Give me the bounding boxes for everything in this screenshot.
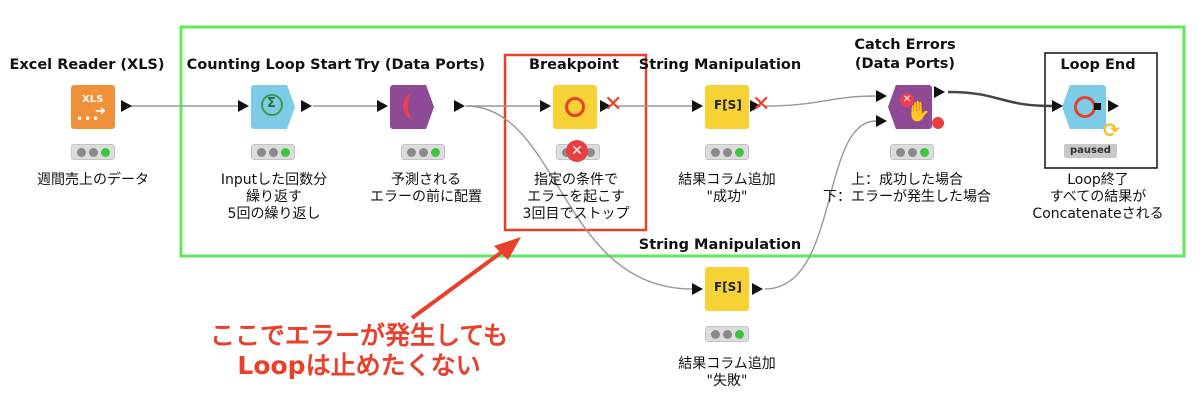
breakpoint-desc: 指定の条件で エラーを起こす 3回目でストップ <box>522 172 630 222</box>
string-manip-bottom-title: String Manipulation <box>638 237 802 253</box>
arrow-right-icon: ➜ <box>95 104 106 119</box>
string-manip-bottom-desc: 結果コラム追加 "失敗" <box>678 356 776 389</box>
dots-icon: ••• <box>76 112 101 126</box>
string-manip-top-node[interactable]: F[S] <box>705 85 749 129</box>
loop-end-box <box>1044 52 1158 169</box>
string-manip-bottom-status <box>705 326 749 342</box>
try-status <box>401 144 445 160</box>
catch-errors-title: Catch Errors (Data Ports) <box>854 37 956 72</box>
breakpoint-inport[interactable] <box>540 100 551 112</box>
stop-square-icon <box>1094 103 1101 110</box>
wire-manip-catch <box>764 95 877 107</box>
annotation-line-2: Loopは止めたくない <box>237 351 481 380</box>
loop-end-outport[interactable] <box>1108 100 1119 112</box>
loop-start-outport[interactable] <box>301 100 312 112</box>
wire-catch-loopend <box>947 90 1053 108</box>
annotation-arrow-line <box>410 244 512 320</box>
loop-refresh-icon: ⟳ <box>1103 118 1120 142</box>
loop-start-inport[interactable] <box>238 100 249 112</box>
function-icon: F[S] <box>714 280 742 294</box>
error-x-icon: ✕ <box>900 93 914 107</box>
string-manip-top-outport[interactable] <box>750 100 761 112</box>
excel-reader-node[interactable]: XLS ➜ ••• <box>71 85 115 129</box>
catch-errors-inport-bottom[interactable] <box>876 115 887 127</box>
excel-reader-title: Excel Reader (XLS) <box>9 57 165 73</box>
hand-catch-icon: ✋ <box>906 99 931 123</box>
try-curve-icon <box>403 93 423 119</box>
catch-errors-status <box>890 144 934 160</box>
annotation-arrowhead <box>494 237 521 260</box>
variable-port-icon[interactable] <box>932 117 944 129</box>
loop-end-inport[interactable] <box>1052 100 1063 112</box>
string-manip-bottom-outport[interactable] <box>752 283 763 295</box>
annotation-line-1: ここでエラーが発生しても <box>209 321 508 350</box>
catch-errors-desc: 上：成功した場合 下：エラーが発生した場合 <box>823 172 991 205</box>
sigma-icon: Σ <box>267 96 276 111</box>
try-title: Try (Data Ports) <box>354 57 486 73</box>
inactive-port-x-icon: ✕ <box>604 92 623 117</box>
loop-end-circle-icon <box>1074 96 1096 118</box>
loop-region-box <box>179 25 1186 258</box>
excel-reader-outport[interactable] <box>121 100 132 112</box>
loop-start-node[interactable]: Σ <box>251 85 295 129</box>
catch-errors-inport-top[interactable] <box>876 90 887 102</box>
breakpoint-title: Breakpoint <box>528 57 620 73</box>
loop-end-node[interactable] <box>1062 85 1106 129</box>
paused-badge: paused <box>1064 144 1117 158</box>
wire-try-bottommanip <box>465 105 693 290</box>
try-inport[interactable] <box>377 100 388 112</box>
wire-bottommanip-catch <box>764 120 877 290</box>
breakpoint-highlight-box <box>503 53 648 232</box>
loop-end-title: Loop End <box>1060 57 1136 73</box>
error-icon: ✕ <box>566 140 588 162</box>
string-manip-top-status <box>705 144 749 160</box>
try-outport[interactable] <box>454 100 465 112</box>
string-manip-top-desc: 結果コラム追加 "成功" <box>678 172 776 205</box>
loop-start-title: Counting Loop Start <box>186 57 352 73</box>
breakpoint-circle-icon <box>565 97 585 117</box>
string-manip-bottom-inport[interactable] <box>692 283 703 295</box>
xls-icon: XLS <box>82 94 104 105</box>
excel-reader-desc: 週間売上のデータ <box>37 172 149 188</box>
loop-start-status <box>251 144 295 160</box>
function-icon: F[S] <box>714 98 742 112</box>
catch-errors-outport[interactable] <box>934 86 945 98</box>
inactive-port-x-icon: ✕ <box>752 92 771 117</box>
string-manip-top-inport[interactable] <box>692 100 703 112</box>
loop-start-desc: Inputした回数分 繰り返す 5回の繰り返し <box>220 172 328 222</box>
breakpoint-node[interactable] <box>553 85 597 129</box>
string-manip-top-title: String Manipulation <box>638 57 802 73</box>
string-manip-bottom-node[interactable]: F[S] <box>705 267 749 311</box>
breakpoint-outport[interactable] <box>600 100 611 112</box>
try-node[interactable] <box>390 85 434 129</box>
loop-cycle-icon <box>261 94 283 116</box>
loop-end-desc: Loop終了 すべての結果が Concatenateされる <box>1032 172 1164 222</box>
catch-errors-node[interactable]: ✕ ✋ <box>888 85 932 129</box>
excel-reader-status <box>71 144 115 160</box>
try-desc: 予測される エラーの前に配置 <box>370 172 482 205</box>
